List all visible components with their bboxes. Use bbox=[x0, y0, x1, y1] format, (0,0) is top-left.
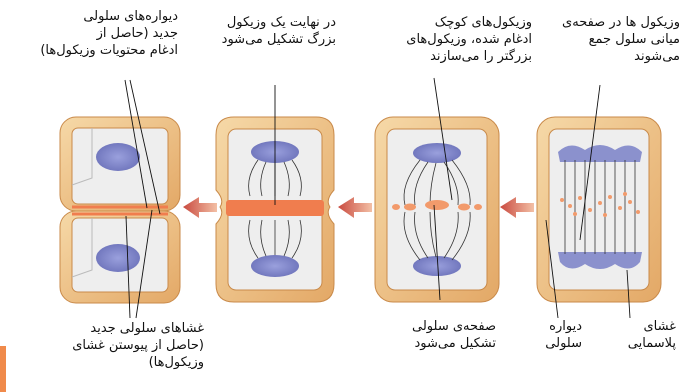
label-stage2-top: وزیکول‌های کوچک ادغام شده، وزیکول‌های بز… bbox=[382, 14, 532, 65]
label-stage4-top: دیواره‌های سلولی جدید (حاصل از ادغام محت… bbox=[10, 8, 178, 59]
label-plasma-membrane: غشای پلاسمایی bbox=[604, 318, 676, 352]
arrow-1 bbox=[500, 197, 534, 218]
stage4-cells bbox=[60, 117, 180, 303]
stage2-cell bbox=[375, 117, 499, 302]
stage1-cell bbox=[537, 117, 661, 302]
label-new-membranes: غشاهای سلولی جدید (حاصل از پیوستن غشای و… bbox=[8, 320, 204, 371]
label-stage3-top: در نهایت یک وزیکول بزرگ تشکیل می‌شود bbox=[200, 14, 336, 48]
label-cell-wall: دیواره سلولی bbox=[510, 318, 582, 352]
label-stage1-top: وزیکول ها در صفحه‌ی میانی سلول جمع می‌شو… bbox=[540, 14, 680, 65]
label-cell-plate: صفحه‌ی سلولی تشکیل می‌شود bbox=[372, 318, 496, 352]
arrow-3 bbox=[183, 197, 217, 218]
arrow-2 bbox=[338, 197, 372, 218]
